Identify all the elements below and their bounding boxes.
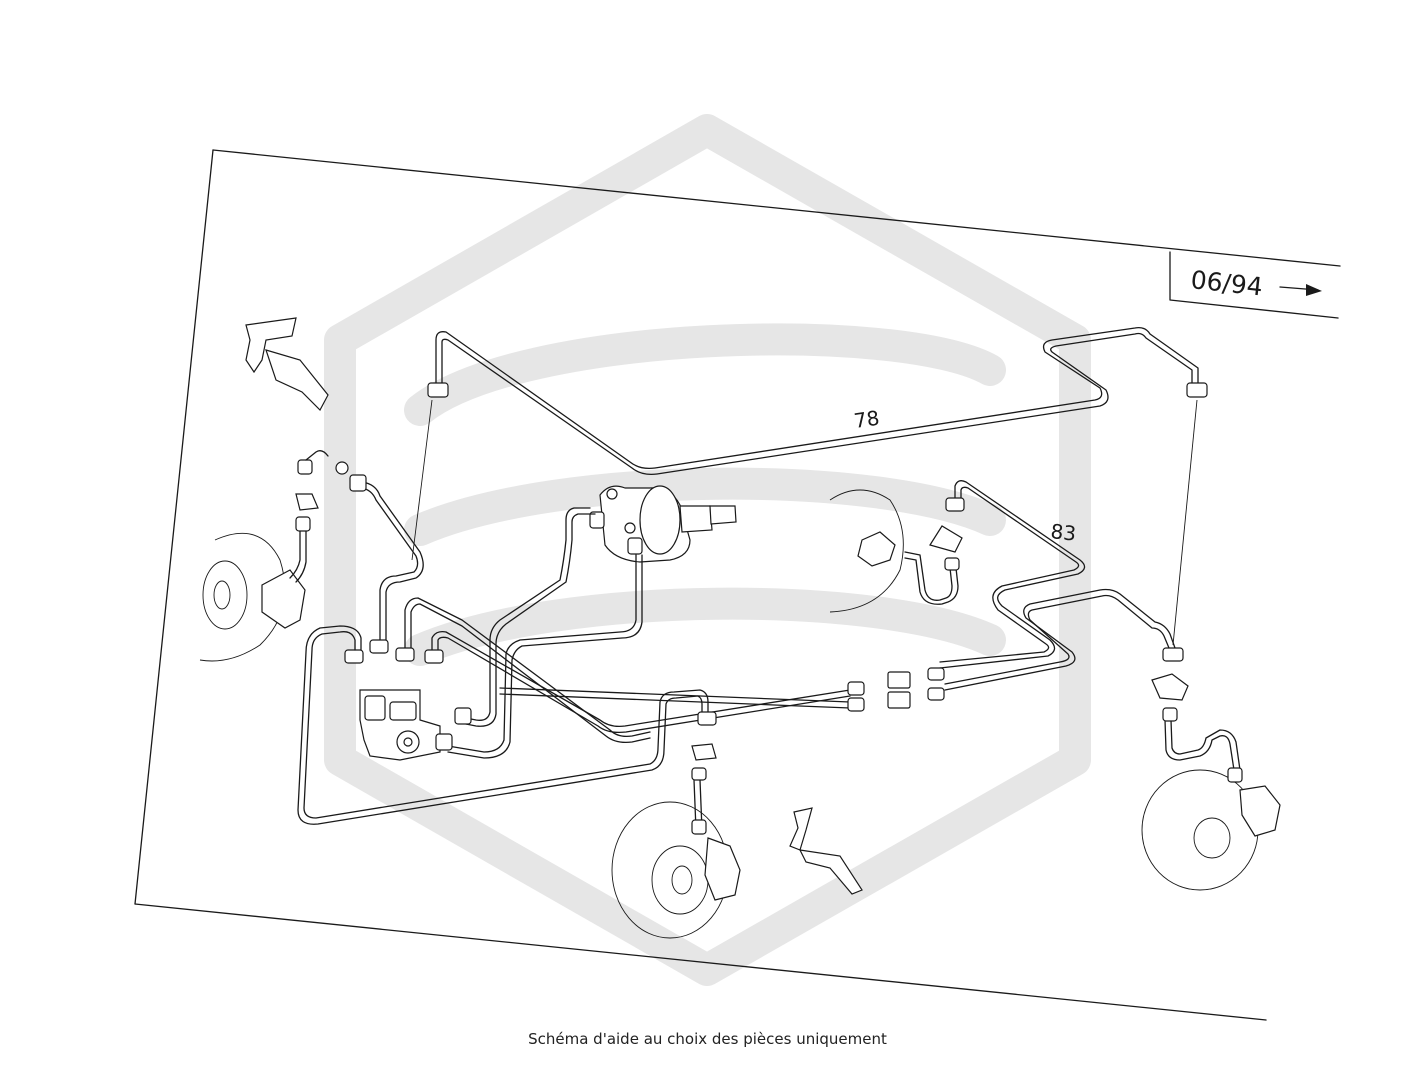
abs-unit (359, 689, 472, 761)
arrow-right-icon (1306, 284, 1322, 296)
center-connectors (697, 667, 945, 726)
label-83: 83 (1049, 519, 1077, 546)
diagram-frame (134, 149, 1341, 1021)
brake-line-78 (411, 326, 1208, 646)
front-left-wheel (199, 450, 329, 662)
lower-loop-line (297, 625, 709, 825)
front-right-bracket (789, 807, 863, 895)
brake-booster (589, 485, 737, 563)
front-left-bracket (245, 317, 329, 411)
front-right-wheel (611, 743, 741, 939)
watermark-logo (324, 114, 1091, 986)
date-badge: 06/94 (1169, 251, 1339, 319)
label-78: 78 (852, 406, 881, 433)
master-lines (447, 507, 643, 759)
rear-right-wheel (1141, 673, 1281, 891)
caption: Schéma d'aide au choix des pièces unique… (528, 1030, 887, 1048)
date-badge-text: 06/94 (1189, 265, 1264, 301)
abs-upper-lines (335, 461, 851, 744)
rear-bracket-assembly (829, 489, 963, 613)
brake-line-83 (939, 480, 1184, 691)
